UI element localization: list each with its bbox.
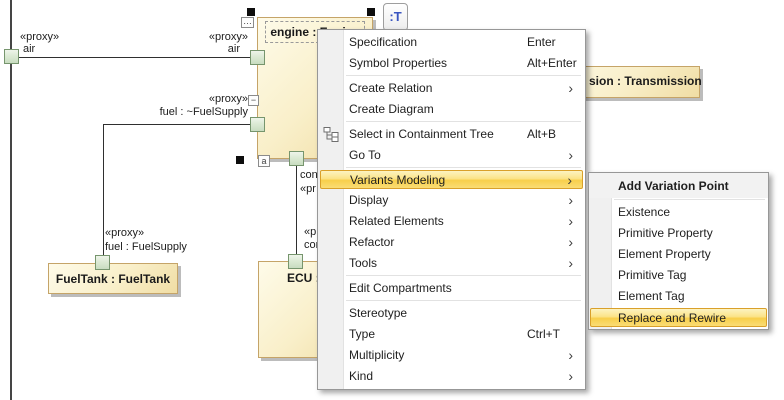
engine-fuel-stereotype: «proxy» — [208, 93, 248, 105]
fueltank-port-name: fuel : FuelSupply — [105, 241, 187, 253]
shortcut-label: Ctrl+T — [527, 327, 560, 341]
submenu-arrow-icon: › — [567, 172, 572, 188]
menu-separator — [346, 275, 581, 276]
ecu-title: ECU : — [287, 271, 320, 285]
submenu-item-primitive-tag[interactable]: Primitive Tag — [618, 268, 687, 282]
connector-fuel-horizontal[interactable] — [103, 124, 250, 125]
menu-item-kind[interactable]: Kind › — [318, 366, 585, 387]
submenu-arrow-icon: › — [568, 255, 573, 271]
connector-fuel-vertical[interactable] — [103, 124, 104, 256]
shortcut-label: Alt+B — [527, 127, 557, 141]
frame-port-stereotype: «proxy» — [20, 31, 60, 43]
engine-bottom-label-1: con — [300, 169, 318, 181]
menu-item-create-diagram[interactable]: Create Diagram — [349, 102, 434, 116]
menu-separator — [346, 121, 581, 122]
submenu-header-add-variation-point: Add Variation Point — [589, 173, 768, 198]
transmission-title: sion : Transmission — [589, 74, 702, 88]
menu-separator — [346, 300, 581, 301]
menu-item-select-in-containment-tree[interactable]: Select in Containment Tree Alt+B — [318, 124, 585, 145]
submenu-item-element-property[interactable]: Element Property — [618, 247, 711, 261]
submenu-item-primitive-property[interactable]: Primitive Property — [618, 226, 713, 240]
menu-item-go-to[interactable]: Go To › — [318, 145, 585, 166]
shortcut-label: Alt+Enter — [527, 56, 577, 70]
submenu-item-replace-and-rewire[interactable]: Replace and Rewire — [590, 308, 767, 327]
containment-tree-icon — [323, 126, 339, 149]
menu-item-symbol-properties[interactable]: Symbol Properties Alt+Enter — [318, 53, 585, 74]
collapse-minus-icon[interactable]: − — [248, 95, 259, 106]
fueltank-block[interactable]: FuelTank : FuelTank — [48, 263, 178, 294]
frame-air-port[interactable] — [4, 49, 19, 64]
connector-air[interactable] — [19, 57, 250, 58]
submenu-icon-gutter — [589, 173, 612, 329]
menu-icon-gutter — [318, 30, 344, 389]
variants-modeling-submenu: Add Variation Point Existence Primitive … — [588, 172, 769, 330]
submenu-arrow-icon: › — [568, 213, 573, 229]
engine-air-stereotype: «proxy» — [208, 31, 248, 43]
engine-fuel-port[interactable] — [250, 117, 265, 132]
fueltank-title: FuelTank : FuelTank — [55, 272, 171, 286]
menu-item-stereotype[interactable]: Stereotype — [349, 306, 408, 320]
submenu-arrow-icon: › — [568, 147, 573, 163]
submenu-item-existence[interactable]: Existence — [618, 205, 671, 219]
connector-engine-ecu[interactable] — [296, 166, 297, 255]
selection-handle-top-left[interactable] — [247, 8, 255, 16]
menu-item-edit-compartments[interactable]: Edit Compartments — [349, 281, 452, 295]
fueltank-port-stereotype: «proxy» — [105, 227, 145, 239]
fueltank-top-port[interactable] — [95, 255, 110, 270]
engine-bottom-label-2: «pr — [300, 183, 316, 195]
submenu-item-element-tag[interactable]: Element Tag — [618, 289, 685, 303]
diagram-frame-edge — [10, 0, 12, 400]
menu-item-type[interactable]: Type Ctrl+T — [318, 324, 585, 345]
selection-handle-bottom-left[interactable] — [236, 156, 244, 164]
menu-item-specification[interactable]: Specification Enter — [318, 32, 585, 53]
ecu-top-label-1: «pr — [304, 226, 320, 238]
submenu-arrow-icon: › — [568, 192, 573, 208]
dots-manipulator-icon[interactable]: … — [241, 17, 254, 28]
name-display-mode-button[interactable]: :T — [383, 3, 408, 31]
menu-item-related-elements[interactable]: Related Elements › — [318, 211, 585, 232]
menu-separator — [614, 199, 765, 200]
menu-item-multiplicity[interactable]: Multiplicity › — [318, 345, 585, 366]
menu-separator — [346, 75, 581, 76]
submenu-arrow-icon: › — [568, 347, 573, 363]
submenu-arrow-icon: › — [568, 234, 573, 250]
engine-air-name: air — [227, 43, 240, 55]
engine-bottom-port[interactable] — [289, 151, 304, 166]
frame-port-name: air — [23, 43, 36, 55]
engine-air-port[interactable] — [250, 50, 265, 65]
menu-item-tools[interactable]: Tools › — [318, 253, 585, 274]
menu-separator — [346, 167, 581, 168]
menu-item-display[interactable]: Display › — [318, 190, 585, 211]
a-manipulator-icon[interactable]: a — [258, 155, 270, 167]
selection-handle-top-right[interactable] — [367, 8, 375, 16]
submenu-arrow-icon: › — [568, 80, 573, 96]
menu-item-refactor[interactable]: Refactor › — [318, 232, 585, 253]
context-menu: Specification Enter Symbol Properties Al… — [317, 29, 586, 390]
shortcut-label: Enter — [527, 35, 556, 49]
menu-item-create-relation[interactable]: Create Relation › — [318, 78, 585, 99]
submenu-arrow-icon: › — [568, 368, 573, 384]
ecu-top-port[interactable] — [288, 254, 303, 269]
menu-item-variants-modeling[interactable]: Variants Modeling › — [320, 170, 583, 189]
engine-fuel-name: fuel : ~FuelSupply — [159, 106, 248, 118]
